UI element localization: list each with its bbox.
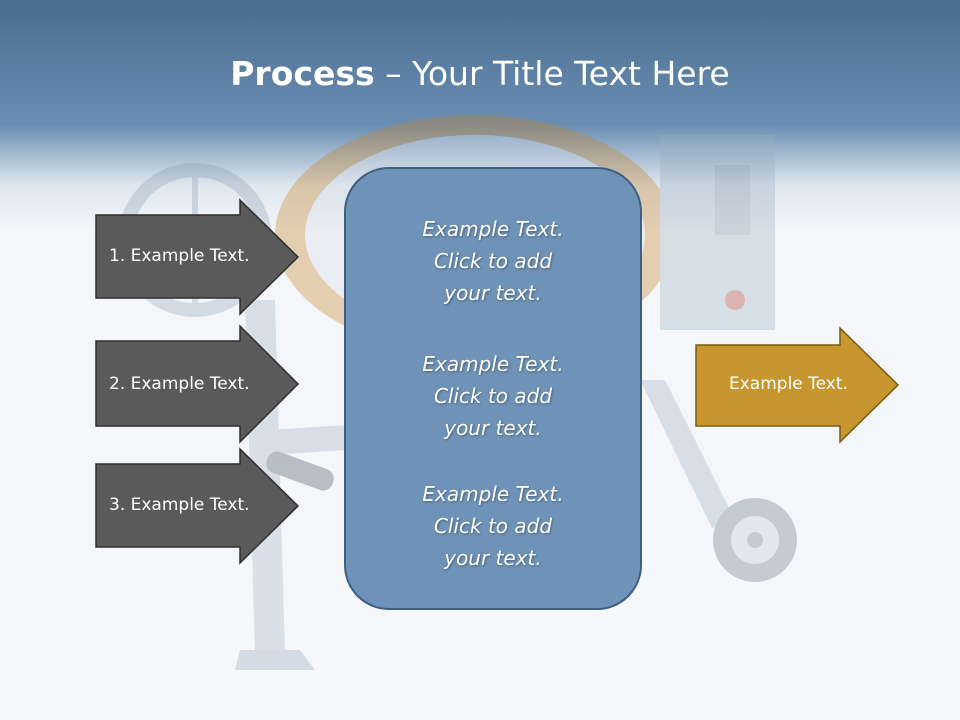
right-arrow-label: Example Text. (729, 374, 848, 394)
center-text-line: Click to add (433, 249, 553, 273)
center-text-line: Click to add (433, 384, 553, 408)
center-text-line: Example Text. (422, 217, 564, 241)
center-text-block-3: Example Text. Click to add your text. (345, 478, 641, 574)
left-arrow-2[interactable] (95, 324, 300, 444)
center-text-line: your text. (444, 546, 542, 570)
right-arrow[interactable] (695, 326, 900, 444)
center-text-line: Example Text. (422, 482, 564, 506)
title-rest: – Your Title Text Here (374, 54, 730, 93)
center-text-block-1: Example Text. Click to add your text. (345, 213, 641, 309)
center-text-line: your text. (444, 416, 542, 440)
center-text-line: your text. (444, 281, 542, 305)
left-arrow-3[interactable] (95, 447, 300, 565)
center-text-line: Click to add (433, 514, 553, 538)
slide-title[interactable]: Process – Your Title Text Here (0, 52, 960, 96)
center-box[interactable] (344, 167, 642, 610)
left-arrow-3-label: 3. Example Text. (109, 495, 250, 515)
center-text-line: Example Text. (422, 352, 564, 376)
left-arrow-2-label: 2. Example Text. (109, 374, 250, 394)
center-text-block-2: Example Text. Click to add your text. (345, 348, 641, 444)
left-arrow-1[interactable] (95, 198, 300, 316)
left-arrow-1-label: 1. Example Text. (109, 246, 250, 266)
title-strong: Process (230, 54, 375, 93)
